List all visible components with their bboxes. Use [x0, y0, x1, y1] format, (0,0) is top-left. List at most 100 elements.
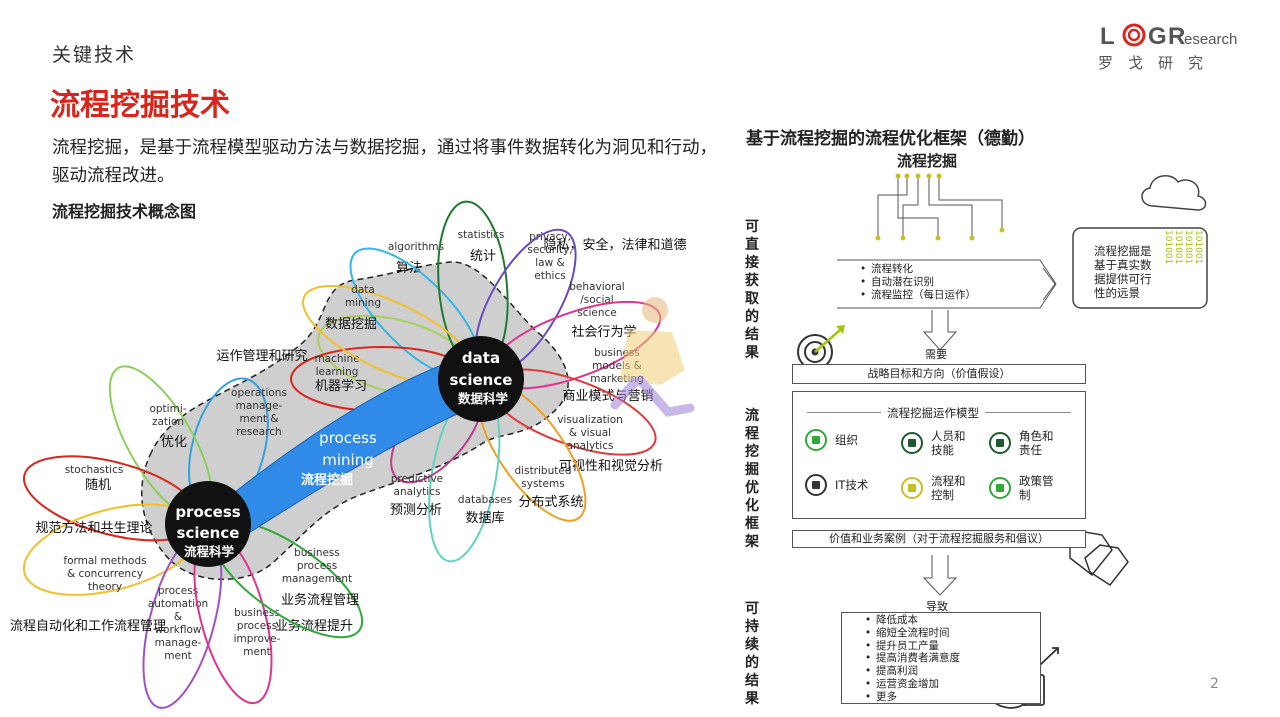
process-science-petal-en: research	[236, 426, 281, 438]
process-hub-en-2: science	[177, 524, 240, 542]
data-science-petal-cn: 统计	[470, 249, 496, 264]
strategy-text: 战略目标和方向（价值假设）	[867, 367, 1011, 380]
circuit-dots	[875, 173, 1005, 241]
logo-target-inner	[1127, 28, 1141, 42]
process-science-petal-en: ment	[164, 650, 191, 662]
process-science-petal-en: process	[237, 620, 277, 632]
process-science-petal-en: formal methods	[63, 555, 146, 567]
process-hub-en-1: process	[175, 503, 240, 521]
process-science-petal-cn: 优化	[161, 435, 187, 450]
data-science-petal-cn: 数据挖掘	[325, 317, 377, 332]
data-hub-cn: 数据科学	[457, 391, 509, 406]
people-icon	[901, 432, 923, 454]
process-science-petal-cn: 业务流程提升	[275, 618, 353, 634]
data-science-petal-cn: 机器学习	[315, 378, 367, 394]
data-science-petal-cn: 隐私，安全，法律和道德	[543, 237, 686, 253]
process-science-petal-en: manage-	[236, 400, 283, 412]
process-science-petal-en: manage-	[155, 637, 202, 649]
list-item: 流程监控（每日运作）	[860, 289, 976, 302]
data-science-petal-en: behavioral	[569, 281, 624, 293]
operating-model-title: 流程挖掘运作模型	[881, 405, 985, 421]
side-label-direct-results: 可直接获取的结果	[745, 219, 759, 361]
model-item: 流程和控制	[901, 474, 973, 502]
down-arrow-1	[922, 310, 958, 351]
bridge-en-1: process	[319, 429, 377, 447]
data-science-petal-en: algorithms	[388, 241, 444, 253]
logo-target-outer	[1122, 23, 1146, 47]
process-science-petal-cn: 流程自动化和工作流程管理	[10, 619, 166, 634]
model-item-label: 角色和责任	[1019, 429, 1054, 457]
page-description: 流程挖掘，是基于流程模型驱动方法与数据挖掘，通过将事件数据转化为洞见和行动，驱动…	[52, 138, 717, 186]
operating-model-box: 流程挖掘运作模型 组织 人员和技能 角色和责任 IT技术 流程和控制 政策管制	[792, 391, 1086, 519]
data-science-hub	[438, 336, 524, 422]
section-title: 关键技术	[52, 44, 137, 66]
direct-results-list: 流程转化 自动潜在识别 流程监控（每日运作）	[857, 263, 976, 302]
runner-figure	[610, 297, 695, 417]
model-item-label: 人员和技能	[931, 429, 966, 457]
model-item-label: 组织	[835, 433, 858, 447]
page-title: 流程挖掘技术	[50, 88, 230, 123]
process-science-petal-en: process	[297, 560, 337, 572]
list-item: 更多	[865, 691, 1040, 704]
data-science-petal-en: security,	[527, 244, 572, 256]
process-science-petal-cn: 运作管理和研究	[216, 349, 307, 364]
process-science-petal-en: stochastics	[65, 464, 124, 476]
list-item: 提高利润	[865, 665, 1040, 678]
logo-letter-r: R	[1168, 23, 1185, 50]
data-science-petal-cn: 算法	[396, 261, 422, 276]
process-hub-cn: 流程科学	[184, 544, 235, 559]
data-science-petal-en: databases	[458, 494, 512, 506]
process-science-petal-cn: 随机	[85, 478, 111, 493]
bank-icon	[989, 477, 1011, 499]
data-hub-en-2: science	[450, 371, 513, 389]
bridge-cn: 流程挖掘	[301, 472, 353, 488]
list-item: 缩短全流程时间	[865, 627, 1040, 640]
process-science-petal-en: process	[158, 585, 198, 597]
process-science-petal-en: improve-	[234, 633, 281, 645]
svg-text:101001: 101001	[1183, 230, 1193, 264]
model-item: 角色和责任	[989, 429, 1061, 457]
process-science-petal-en: business	[234, 607, 280, 619]
data-science-petal-cn: 社会行为学	[571, 324, 636, 340]
direct-results-arrow	[837, 259, 1057, 309]
process-science-petal-en: theory	[88, 581, 122, 593]
process-science-petal-cn: 规范方法和共生理论	[35, 520, 152, 536]
flow-arrows-icon	[901, 477, 923, 499]
process-science-petal-en: management	[282, 573, 352, 585]
model-item-label: 政策管制	[1019, 474, 1054, 502]
data-science-petal-en: science	[577, 307, 617, 319]
list-item: 流程转化	[860, 263, 976, 276]
bridge-en-2: mining	[322, 451, 373, 469]
value-case-text: 价值和业务案例（对于流程挖掘服务和倡议）	[829, 532, 1049, 545]
circuit-lines	[877, 176, 1003, 238]
page-number: 2	[1210, 676, 1219, 692]
binary-columns: 101001 101001 101001 101001	[1163, 230, 1203, 264]
org-chart-icon	[805, 429, 827, 451]
data-science-petal-en: analytics	[567, 440, 614, 452]
concept-map: algorithms算法statistics统计privacy,security…	[10, 200, 695, 709]
process-science-petal-en: workflow	[154, 624, 201, 636]
framework-top-label: 流程挖掘	[897, 152, 958, 170]
data-science-petal-en: systems	[521, 478, 564, 490]
list-item: 降低成本	[865, 614, 1040, 627]
data-science-petal-en: mining	[345, 297, 381, 309]
model-item: IT技术	[805, 474, 877, 496]
logo-letter-g: G	[1148, 23, 1167, 50]
data-science-petal-en: statistics	[458, 229, 505, 241]
data-science-petal-en: data	[351, 284, 375, 296]
side-label-framework: 流程挖掘优化框架	[745, 408, 759, 550]
outcomes-list: 降低成本缩短全流程时间提升员工产量提高消费者满意度提高利润运营资金增加更多	[842, 613, 1040, 704]
cloud-data-icon	[1072, 175, 1208, 309]
data-science-petal-en: analytics	[394, 486, 441, 498]
cloud-note: 流程挖掘是基于真实数据提供可行性的远景	[1094, 244, 1152, 300]
model-item: 组织	[805, 429, 877, 451]
role-icon	[989, 432, 1011, 454]
value-case-box: 价值和业务案例（对于流程挖掘服务和倡议）	[792, 530, 1086, 548]
data-science-petal-en: distributed	[515, 465, 572, 477]
process-science-petal-en: optimi-	[149, 403, 186, 415]
data-science-petal-cn: 商业模式与营销	[562, 389, 653, 404]
logo-chinese-name: 罗戈研究	[1098, 54, 1219, 72]
data-science-petal-cn: 分布式系统	[518, 495, 583, 510]
data-science-petal-en: predictive	[391, 473, 443, 485]
process-science-petal-en: ment	[243, 646, 270, 658]
